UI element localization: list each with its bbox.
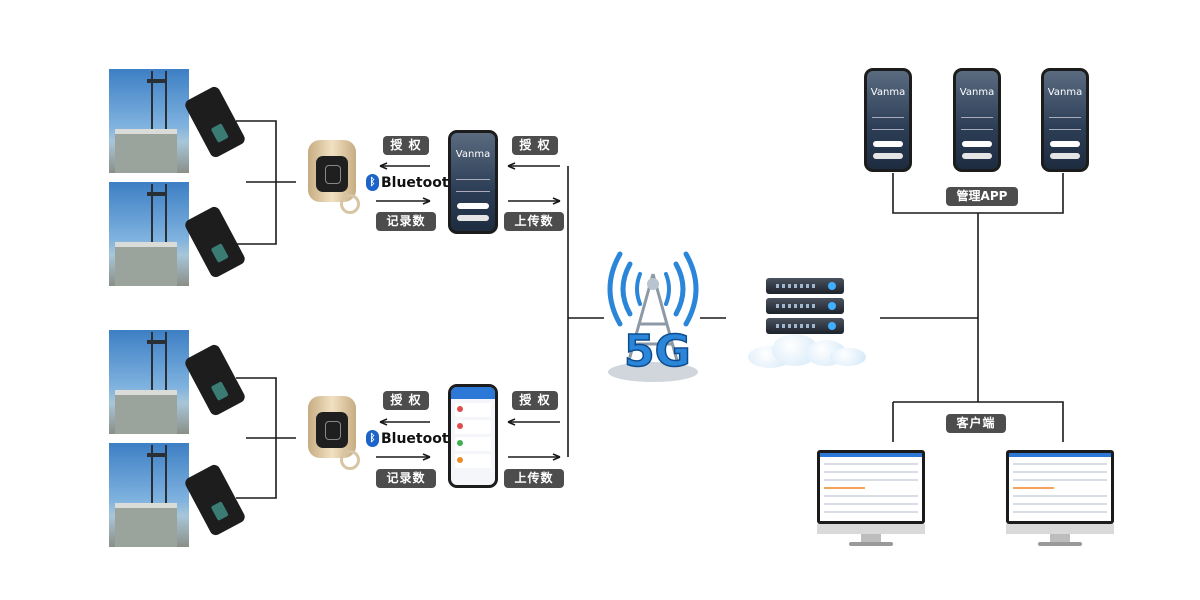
phone-app-list	[448, 384, 498, 488]
tag-record-data-top: 记录数据	[376, 212, 436, 245]
phone-brand: Vanma	[959, 87, 995, 98]
bluetooth-label-top: ᛒ Bluetooth ™	[366, 174, 465, 191]
tag-client: 客户端	[946, 414, 1006, 433]
phone-brand: Vanma	[1047, 87, 1083, 98]
bluetooth-text: Bluetooth	[381, 174, 459, 191]
tag-authorize-bottom-right: 授 权	[512, 391, 558, 410]
phone-brand: Vanma	[870, 87, 906, 98]
client-monitor-1	[817, 450, 925, 546]
electronic-key-bottom	[308, 396, 360, 472]
manage-phone-3: Vanma	[1041, 68, 1089, 172]
tag-authorize-top-left: 授 权	[383, 136, 429, 155]
site-photo-4	[109, 443, 189, 547]
manage-phone-2: Vanma	[953, 68, 1001, 172]
tag-upload-data-top: 上传数据	[504, 212, 564, 245]
tag-upload-data-bottom: 上传数据	[504, 469, 564, 502]
tag-authorize-top-right: 授 权	[512, 136, 558, 155]
network-5g-text: 5G	[624, 326, 691, 377]
cloud-icon	[748, 334, 868, 368]
tag-authorize-bottom-left: 授 权	[383, 391, 429, 410]
tag-record-data-bottom: 记录数据	[376, 469, 436, 502]
manage-phone-1: Vanma	[864, 68, 912, 172]
site-photo-3	[109, 330, 189, 434]
bluetooth-icon: ᛒ	[366, 430, 379, 447]
5g-tower-icon: 5G	[598, 244, 708, 390]
bluetooth-icon: ᛒ	[366, 174, 379, 191]
electronic-key-top	[308, 140, 360, 216]
client-monitor-2	[1006, 450, 1114, 546]
site-photo-1	[109, 69, 189, 173]
bluetooth-text: Bluetooth	[381, 430, 459, 447]
tag-manage-app: 管理APP	[946, 187, 1018, 206]
server-icon	[766, 278, 846, 342]
phone-brand: Vanma	[455, 149, 491, 160]
site-photo-2	[109, 182, 189, 286]
phone-app-login: Vanma	[448, 130, 498, 234]
